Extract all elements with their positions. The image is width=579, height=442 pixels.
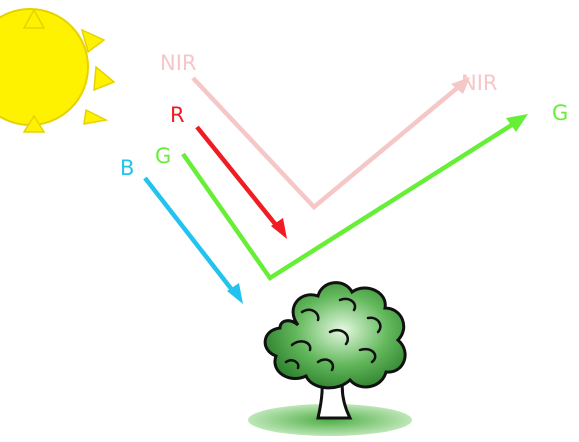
blue-label: B [120,156,134,180]
tree-icon [248,281,412,436]
sun-icon [0,8,116,133]
blue-ray [143,176,243,304]
nir-arrowhead [451,77,470,94]
green-arrowhead [506,114,528,132]
nir-incident-label: NIR [160,51,197,75]
green-ray [181,114,528,282]
nir-ray [191,76,470,211]
green-reflected-label: G [552,101,568,125]
green-incident-label: G [155,144,171,168]
red-arrowhead [271,218,287,239]
red-label: R [170,103,185,127]
nir-reflected-label: NIR [461,71,498,95]
red-ray [195,125,287,239]
blue-arrowhead [227,283,243,304]
